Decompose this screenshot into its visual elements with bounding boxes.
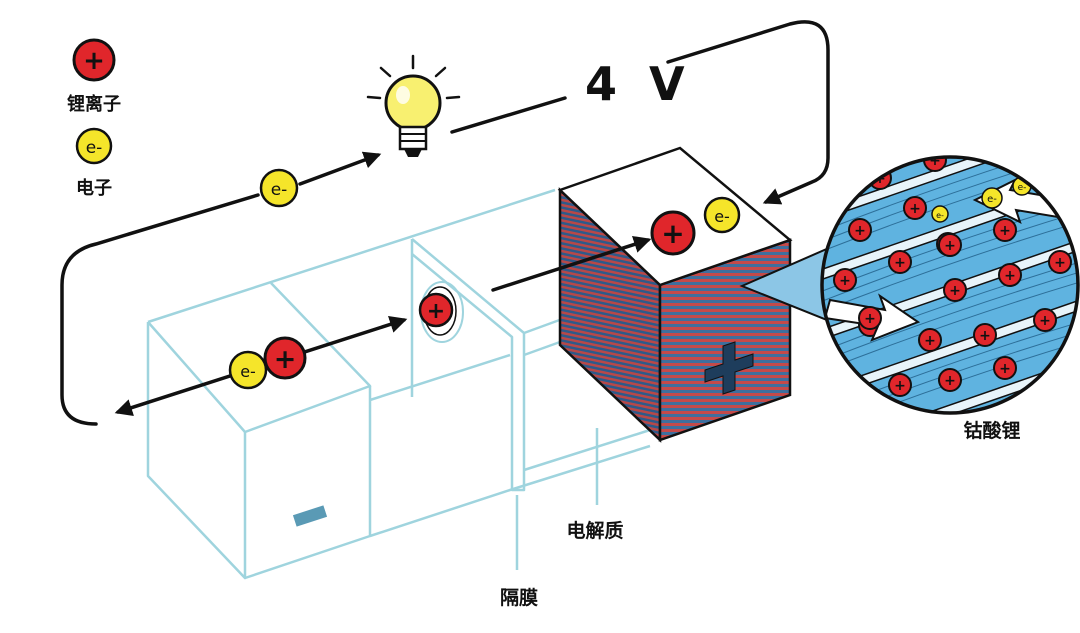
electron-icon: e- [228, 350, 268, 390]
lithium-ion-icon: + [903, 196, 927, 220]
svg-text:+: + [839, 273, 851, 289]
svg-text:e-: e- [936, 211, 944, 220]
svg-text:e-: e- [271, 180, 288, 200]
electrolyte-wave [822, 281, 1078, 373]
svg-text:+: + [944, 238, 956, 254]
lithium-ion-icon: + [993, 218, 1017, 242]
svg-text:+: + [979, 328, 991, 344]
svg-text:e-: e- [1018, 183, 1027, 193]
svg-text:+: + [944, 373, 956, 389]
cathode-zoom-view: +++++++++++++++++++++++e-e-e- [820, 129, 1080, 415]
lithium-ion-icon: + [1033, 308, 1057, 332]
svg-text:+: + [427, 299, 445, 324]
legend-electron-label: 电子 [76, 177, 112, 199]
svg-text:+: + [1054, 255, 1066, 271]
svg-text:+: + [909, 201, 921, 217]
svg-text:+: + [661, 217, 684, 250]
lithium-ion-icon: + [973, 323, 997, 347]
crystal-layers: +++++++++++++++++++++++e-e-e- [822, 129, 1078, 413]
svg-text:+: + [1004, 268, 1016, 284]
lithium-ion-icon: + [888, 373, 912, 397]
electron-icon: e- [703, 196, 741, 234]
crystal-sheet [822, 157, 1078, 222]
svg-text:+: + [949, 283, 961, 299]
anode-minus-sign [292, 505, 328, 527]
legend-electron-icon: e- [75, 127, 113, 165]
svg-text:+: + [999, 223, 1011, 239]
svg-text:+: + [864, 311, 876, 327]
lithium-ion-icon: + [263, 336, 307, 380]
electrolyte-wave [822, 157, 1078, 233]
svg-text:+: + [1039, 313, 1051, 329]
electron-icon: e- [259, 168, 299, 208]
crystal-sheet [822, 358, 1078, 413]
lithium-ion-icon: + [1029, 129, 1051, 151]
svg-text:e-: e- [987, 194, 997, 205]
svg-text:e-: e- [714, 207, 730, 226]
electrolyte-wave [822, 221, 1078, 313]
lithium-ion-icon: + [833, 268, 857, 292]
lithium-ion-icon: + [998, 263, 1022, 287]
svg-text:+: + [1034, 133, 1046, 149]
electrolyte-pointer [515, 428, 599, 570]
lithium-ion-icon: + [938, 368, 962, 392]
lithium-ion-icon: + [1048, 250, 1072, 274]
anode-ion-pair: e- + [228, 336, 307, 390]
lithium-ion-icon: + [993, 356, 1017, 380]
cathode-material-label: 钴酸锂 [963, 419, 1020, 442]
electrolyte-wave [822, 261, 1078, 353]
legend-ion-icon: + [72, 38, 116, 82]
lithium-ion-icon: + [938, 233, 962, 257]
ion-passing-separator: + [418, 281, 464, 343]
cathode-block: + e- [557, 146, 793, 443]
electron-icon: e- [931, 205, 949, 223]
lithium-ion-icon: + [650, 210, 696, 256]
lithium-ion-icon: + [888, 250, 912, 274]
svg-text:+: + [854, 223, 866, 239]
lithium-ion-icon: + [973, 141, 997, 160]
legend: + 锂离子 e- 电子 [67, 38, 121, 199]
lithium-ion-icon: + [918, 328, 942, 352]
svg-text:+: + [274, 344, 297, 375]
svg-text:e-: e- [240, 362, 256, 381]
separator-label: 隔膜 [500, 586, 538, 609]
svg-text:+: + [894, 255, 906, 271]
electron-icon: e- [981, 187, 1003, 209]
electrolyte-label: 电解质 [566, 519, 623, 542]
light-bulb-icon [366, 54, 461, 157]
svg-text:+: + [999, 361, 1011, 377]
cathode-plus-sign [704, 341, 754, 395]
voltage-label: 4 V [585, 57, 693, 111]
legend-ion-label: 锂离子 [67, 93, 121, 115]
lithium-ion-icon: + [858, 306, 882, 330]
svg-text:+: + [929, 153, 941, 169]
lithium-ion-icon: + [848, 218, 872, 242]
lithium-ion-icon: + [943, 278, 967, 302]
svg-text:e-: e- [86, 138, 103, 158]
svg-text:+: + [979, 141, 991, 157]
svg-text:+: + [894, 378, 906, 394]
svg-text:+: + [83, 46, 105, 76]
electrolyte-wave [822, 401, 1078, 413]
electrolyte-wave [822, 271, 1078, 363]
svg-text:+: + [924, 333, 936, 349]
circuit-wire [60, 20, 830, 426]
